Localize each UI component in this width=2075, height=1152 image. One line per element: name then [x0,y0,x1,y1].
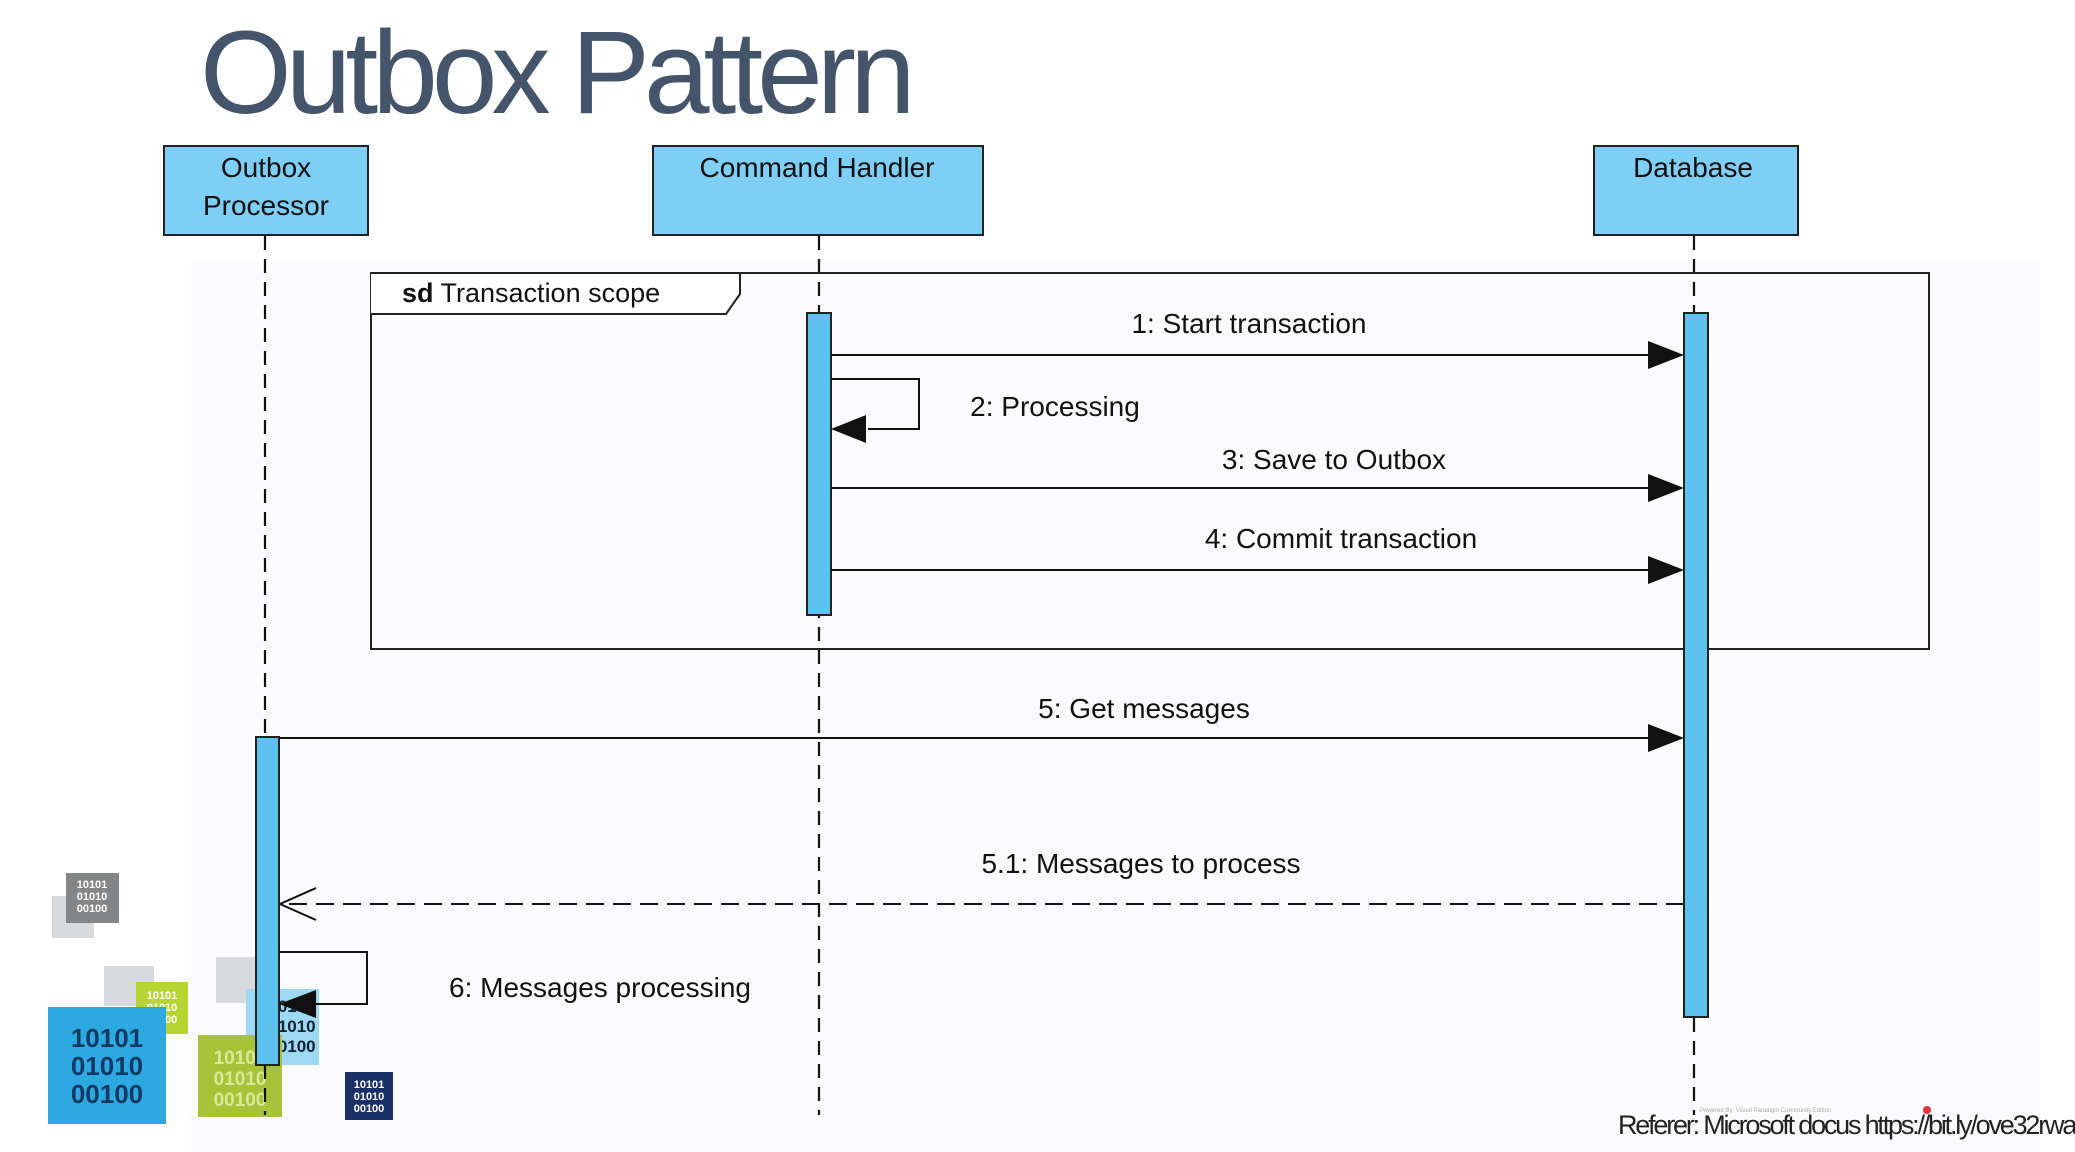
reference-footer: Referer: Microsoft docus https://bit.ly/… [1618,1110,2075,1140]
watermark-logo-icon [1923,1106,1931,1114]
svg-text:00100: 00100 [214,1090,267,1111]
svg-text:00100: 00100 [77,903,108,915]
svg-text:00100: 00100 [71,1079,143,1109]
message-label-6: 6: Messages processing [449,972,751,1003]
message-processing: 2: Processing [831,378,1140,443]
svg-text:01010: 01010 [214,1069,267,1090]
outbox-processor-label-line2: Processor [203,190,329,221]
fragment-keyword: sd [402,278,434,308]
svg-text:10101: 10101 [71,1023,143,1053]
binary-tiles-decoration: 10101 01010 00100 10101 01010 00100 1010… [48,873,393,1124]
message-label-3: 3: Save to Outbox [1222,444,1446,475]
activation-outbox-processor-overlay [255,736,280,1066]
message-start-transaction: 1: Start transaction [831,308,1684,369]
fragment-label: sd Transaction scope [402,278,660,308]
slide-title: Outbox Pattern [200,7,916,139]
command-handler-label: Command Handler [700,152,935,183]
watermark-text: Powered By: Visual Paradigm Community Ed… [1700,1108,1832,1114]
activation-database [1683,312,1709,1018]
svg-text:10101: 10101 [77,879,108,891]
message-label-5-1: 5.1: Messages to process [981,848,1300,879]
svg-text:10101: 10101 [147,990,178,1002]
diagram-background-panel [190,262,2040,1152]
activation-command-handler [806,312,832,616]
fragment-transaction-scope: sd Transaction scope [370,272,1930,650]
message-label-4: 4: Commit transaction [1205,523,1477,554]
svg-text:01010: 01010 [71,1051,143,1081]
message-label-1: 1: Start transaction [1131,308,1366,339]
message-save-to-outbox: 3: Save to Outbox [831,444,1684,502]
svg-text:01010: 01010 [268,1017,315,1036]
lifeline-box-outbox-processor: Outbox Processor [163,145,369,236]
message-get-messages: 5: Get messages [279,693,1684,752]
svg-text:00100: 00100 [354,1103,385,1115]
message-commit-transaction: 4: Commit transaction [831,523,1684,584]
message-messages-to-process: 5.1: Messages to process [277,848,1684,921]
message-label-2: 2: Processing [970,391,1140,422]
lifeline-box-command-handler: Command Handler [652,145,984,236]
message-label-5: 5: Get messages [1038,693,1250,724]
svg-text:10101: 10101 [214,1048,267,1069]
fragment-name: Transaction scope [441,278,661,308]
svg-text:01010: 01010 [77,891,108,903]
database-label: Database [1633,152,1753,183]
svg-text:01010: 01010 [354,1091,385,1103]
message-messages-processing: 6: Messages processing [279,951,751,1018]
lifeline-box-database: Database [1593,145,1799,236]
outbox-processor-label-line1: Outbox [221,152,311,183]
svg-text:10101: 10101 [354,1079,385,1091]
